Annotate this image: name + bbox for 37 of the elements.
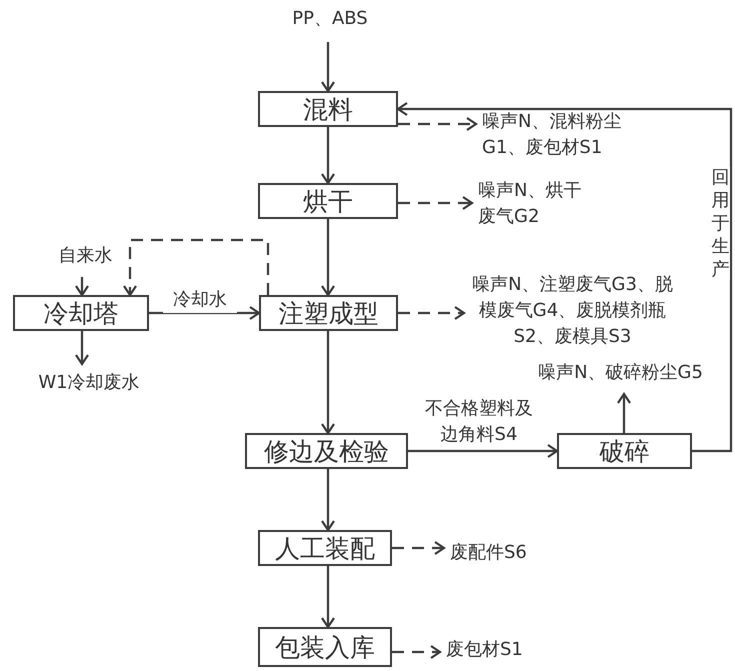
process-box: 破碎	[557, 433, 692, 469]
arrow	[149, 306, 260, 320]
arrow	[398, 116, 478, 132]
arrow	[74, 331, 90, 366]
arrow	[320, 42, 336, 92]
arrow	[396, 102, 732, 452]
edge-label: 回用于生产	[711, 166, 730, 281]
arrow	[392, 644, 442, 660]
arrow	[398, 306, 466, 320]
output-text: 废包材S1	[446, 637, 546, 665]
output-text: PP、ABS	[270, 6, 390, 36]
process-box: 包装入库	[258, 627, 392, 667]
output-text: 噪声N、混料粉尘G1、废包材S1	[482, 109, 632, 161]
process-box: 冷却塔	[13, 295, 149, 331]
process-box: 混料	[258, 91, 398, 127]
process-box: 修边及检验	[245, 433, 408, 469]
arrow	[398, 196, 474, 210]
edge-label: 冷却水	[163, 287, 237, 313]
arrow	[392, 540, 446, 556]
arrow	[408, 444, 558, 458]
process-box: 人工装配	[258, 530, 392, 566]
output-text: 噪声N、烘干废气G2	[478, 178, 588, 230]
output-text: 噪声N、注塑废气G3、脱模废气G4、废脱模剂瓶S2、废模具S3	[470, 272, 675, 350]
process-box: 烘干	[258, 183, 398, 219]
arrow	[320, 219, 336, 296]
arrow	[122, 238, 270, 296]
arrow	[74, 277, 90, 296]
process-box: 注塑成型	[259, 295, 398, 331]
output-text: 废配件S6	[450, 540, 550, 568]
output-text: 自来水	[48, 243, 123, 271]
output-text: W1冷却废水	[24, 370, 154, 398]
arrow	[616, 392, 632, 433]
arrow	[320, 469, 336, 532]
arrow	[320, 127, 336, 184]
arrow	[320, 566, 336, 628]
output-text: 噪声N、破碎粉尘G5	[528, 360, 713, 388]
arrow	[320, 331, 336, 434]
